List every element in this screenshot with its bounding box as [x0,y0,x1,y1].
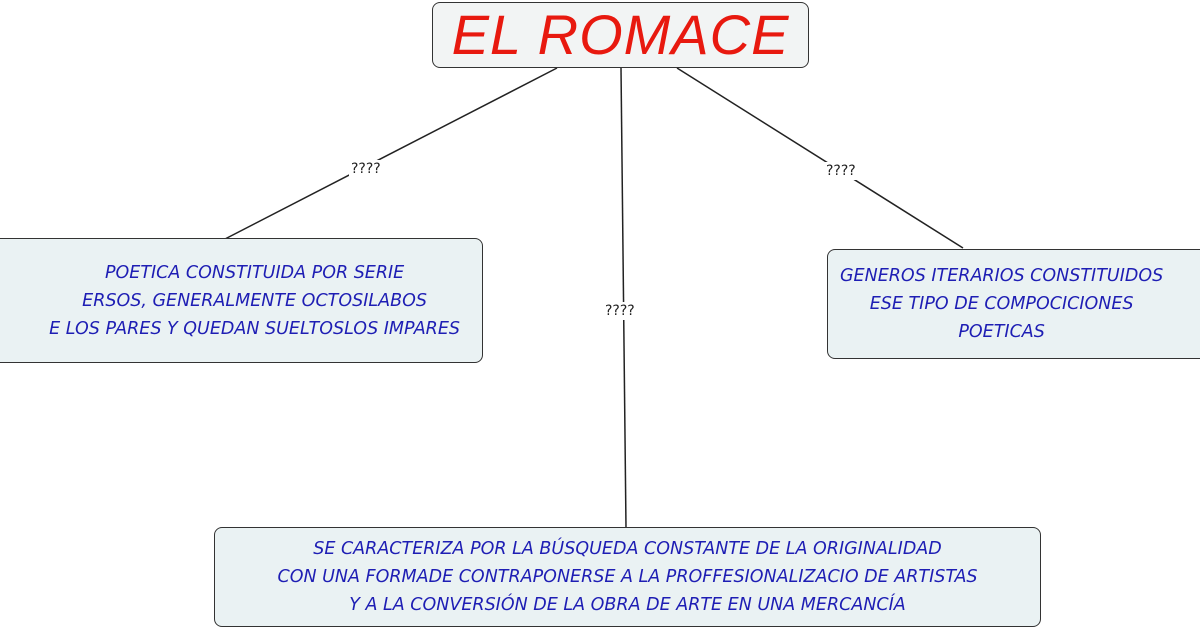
link-label-left: ???? [349,160,383,178]
concept-node-bottom-line: Y A LA CONVERSIÓN DE LA OBRA DE ARTE EN … [349,595,906,615]
concept-node-left-text: POETICA CONSTITUIDA POR SERIE ERSOS, GEN… [49,259,460,343]
concept-node-bottom-text: SE CARACTERIZA POR LA BÚSQUEDA CONSTANTE… [277,535,977,619]
root-concept-node[interactable]: EL ROMACE [432,2,809,68]
concept-node-left-line: POETICA CONSTITUIDA POR SERIE [104,262,405,283]
concept-node-right-line: GENEROS ITERARIOS CONSTITUIDOS [840,266,1164,286]
root-concept-title: EL ROMACE [451,3,790,66]
concept-node-right-text: GENEROS ITERARIOS CONSTITUIDOS ESE TIPO … [840,262,1163,346]
connector-line-center [620,67,627,529]
concept-node-bottom-line: CON UNA FORMADE CONTRAPONERSE A LA PROFF… [277,567,978,587]
concept-node-right[interactable]: GENEROS ITERARIOS CONSTITUIDOS ESE TIPO … [827,249,1200,359]
concept-node-right-line: POETICAS [958,322,1045,342]
concept-node-bottom[interactable]: SE CARACTERIZA POR LA BÚSQUEDA CONSTANTE… [214,527,1041,627]
concept-node-left-line: E LOS PARES Y QUEDAN SUELTOSLOS IMPARES [49,318,460,339]
concept-node-left-line: ERSOS, GENERALMENTE OCTOSILABOS [82,290,428,311]
link-label-right: ???? [824,162,858,180]
concept-node-bottom-line: SE CARACTERIZA POR LA BÚSQUEDA CONSTANTE… [313,539,942,559]
connector-line-right [676,67,964,249]
concept-node-right-line: ESE TIPO DE COMPOCICIONES [869,294,1134,314]
concept-node-left[interactable]: POETICA CONSTITUIDA POR SERIE ERSOS, GEN… [0,238,483,363]
link-label-center: ???? [603,302,637,320]
connector-line-left [224,67,558,240]
